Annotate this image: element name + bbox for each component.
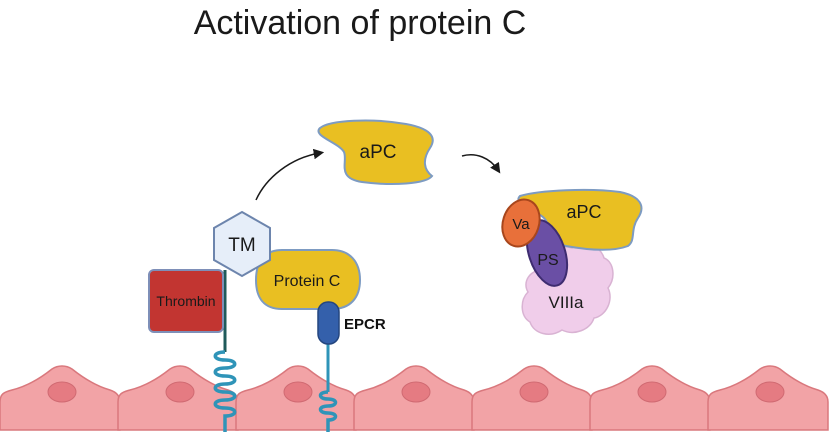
- epcr-transmembrane-anchor: [318, 340, 338, 432]
- endothelial-cell: [707, 365, 829, 431]
- endothelial-cell: [589, 365, 711, 431]
- activation-arrow: [255, 148, 325, 201]
- endothelial-cell: [0, 365, 121, 431]
- complex-apc: aPC: [517, 188, 643, 251]
- tm-label: TM: [228, 235, 255, 256]
- endothelial-cell-layer: [0, 365, 829, 431]
- thrombin: Thrombin: [148, 269, 224, 333]
- endothelial-cell: [235, 365, 357, 431]
- ps-label: PS: [537, 252, 558, 269]
- thrombin-label: Thrombin: [156, 293, 215, 309]
- diagram-title: Activation of protein C: [193, 4, 527, 42]
- epcr-label: EPCR: [344, 316, 386, 333]
- activated-protein-c: aPC: [317, 119, 434, 185]
- viiia-label: VIIIa: [549, 293, 585, 312]
- factor-va: Va: [501, 198, 541, 248]
- complex-formation-arrow: [461, 154, 501, 174]
- endothelial-cell: [471, 365, 593, 431]
- protein-c-label: Protein C: [274, 273, 341, 290]
- protein-c: Protein C: [254, 249, 362, 310]
- complex-apc-label: aPC: [566, 202, 601, 222]
- endothelial-cell: [353, 365, 475, 431]
- epcr-receptor: EPCR: [317, 301, 386, 345]
- apc-cofactor-complex: VIIIa aPC PS Va: [501, 188, 643, 335]
- va-label: Va: [512, 216, 530, 233]
- thrombomodulin-transmembrane-anchor: [213, 270, 237, 432]
- thrombomodulin: TM: [213, 210, 271, 278]
- apc-label: aPC: [360, 142, 397, 163]
